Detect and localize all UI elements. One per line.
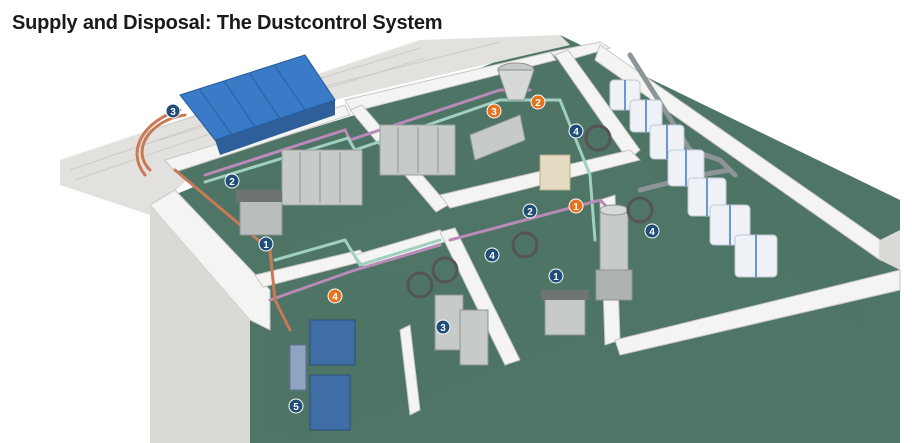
badge-right-room-4: 4 [644, 223, 660, 239]
left-room-machines [236, 149, 363, 236]
roof-collector [179, 54, 336, 155]
badge-bottom-room-5: 5 [288, 398, 304, 414]
badge-bottom-room-3: 3 [435, 319, 451, 335]
svg-text:1: 1 [553, 272, 559, 283]
svg-text:4: 4 [649, 227, 655, 238]
badge-right-room-2: 2 [522, 203, 538, 219]
badge-mid-room-4: 4 [484, 247, 500, 263]
svg-text:2: 2 [535, 98, 541, 109]
svg-text:4: 4 [332, 292, 338, 303]
badge-top-room-2: 2 [530, 94, 546, 110]
right-room-separator [595, 196, 654, 301]
badge-top-room-3: 3 [486, 103, 502, 119]
mid-room-machines [511, 231, 589, 336]
svg-text:3: 3 [170, 107, 176, 118]
badge-left-room-1: 1 [258, 236, 274, 252]
page-title: Supply and Disposal: The Dustcontrol Sys… [12, 12, 443, 34]
badge-roof-3: 3 [165, 103, 181, 119]
top-room-machines [379, 62, 612, 191]
svg-text:3: 3 [491, 107, 497, 118]
walls [149, 41, 901, 416]
badge-bottom-room-4: 4 [327, 288, 343, 304]
badge-left-room-2: 2 [224, 173, 240, 189]
bottom-room-machines [289, 256, 489, 431]
svg-text:1: 1 [263, 240, 269, 251]
svg-text:4: 4 [489, 251, 495, 262]
wall-sides [150, 205, 900, 443]
svg-text:2: 2 [527, 207, 533, 218]
badge-top-room-4: 4 [568, 123, 584, 139]
svg-text:2: 2 [229, 177, 235, 188]
svg-text:5: 5 [293, 402, 299, 413]
svg-text:4: 4 [573, 127, 579, 138]
badge-right-room-1-orange: 1 [568, 198, 584, 214]
badge-mid-room-1: 1 [548, 268, 564, 284]
svg-text:3: 3 [440, 323, 446, 334]
big-bags [609, 79, 778, 278]
svg-text:1: 1 [573, 202, 579, 213]
